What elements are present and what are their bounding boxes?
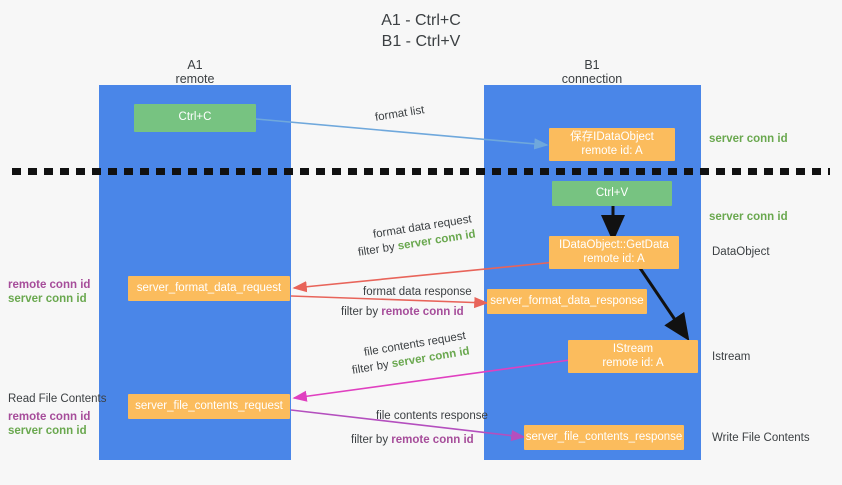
- filter-prefix: filter by: [351, 358, 393, 377]
- left-label-read-file-contents: Read File Contents: [8, 393, 107, 405]
- node-ctrl-c[interactable]: Ctrl+C: [134, 104, 256, 132]
- arrow-label-format-data-response: format data response: [363, 286, 472, 298]
- left-label-remote-conn-id-1: remote conn id: [8, 279, 91, 291]
- arrow-label-format-list: format list: [374, 104, 426, 124]
- title-line-1: A1 - Ctrl+C: [381, 12, 461, 29]
- filter-value-remote-conn-id: remote conn id: [381, 306, 464, 318]
- node-ctrl-c-label: Ctrl+C: [178, 111, 212, 124]
- lane-header-b1: B1 connection: [561, 58, 623, 86]
- node-getdata-sub: remote id: A: [583, 252, 645, 265]
- node-istream-label: IStream: [612, 343, 654, 355]
- title-line-2: B1 - Ctrl+V: [381, 33, 461, 50]
- node-getdata-label: IDataObject::GetData: [559, 239, 669, 251]
- node-server-file-contents-response-label: server_file_contents_response: [525, 430, 683, 443]
- node-istream-sub: remote id: A: [602, 356, 664, 369]
- node-save-idataobject-sub: remote id: A: [581, 144, 643, 157]
- node-ctrl-v[interactable]: Ctrl+V: [552, 181, 672, 206]
- left-label-remote-conn-id-2: remote conn id: [8, 411, 91, 423]
- node-server-file-contents-response[interactable]: server_file_contents_response: [524, 425, 684, 450]
- node-server-format-data-response[interactable]: server_format_data_response: [487, 289, 647, 314]
- filter-prefix: filter by: [357, 240, 399, 259]
- filter-value-remote-conn-id: remote conn id: [391, 434, 474, 446]
- filter-prefix: filter by: [351, 434, 392, 446]
- arrow-label-file-contents-response: file contents response: [376, 410, 488, 422]
- node-server-file-contents-request[interactable]: server_file_contents_request: [128, 394, 290, 419]
- right-label-dataobject: DataObject: [712, 246, 770, 258]
- node-server-format-data-request[interactable]: server_format_data_request: [128, 276, 290, 301]
- filter-prefix: filter by: [341, 306, 382, 318]
- right-label-istream: Istream: [712, 351, 751, 363]
- node-server-file-contents-request-label: server_file_contents_request: [135, 399, 283, 412]
- left-label-conn-pair-2: remote conn id server conn id: [8, 410, 90, 438]
- lane-header-a1: A1 remote: [175, 58, 215, 86]
- node-server-format-data-request-label: server_format_data_request: [136, 281, 282, 294]
- left-label-conn-pair-1: remote conn id server conn id: [8, 278, 90, 306]
- right-label-write-file-contents: Write File Contents: [712, 432, 810, 444]
- node-getdata[interactable]: IDataObject::GetData remote id: A: [549, 236, 679, 269]
- node-istream[interactable]: IStream remote id: A: [568, 340, 698, 373]
- left-label-server-conn-id-1: server conn id: [8, 293, 87, 305]
- node-ctrl-v-label: Ctrl+V: [595, 186, 629, 199]
- right-label-server-conn-id-top: server conn id: [709, 133, 788, 145]
- phase-separator: [12, 168, 830, 175]
- node-save-idataobject[interactable]: 保存IDataObject remote id: A: [549, 128, 675, 161]
- node-server-format-data-response-label: server_format_data_response: [490, 294, 644, 307]
- arrow-label-format-data-response-filter: filter by remote conn id: [341, 305, 464, 320]
- node-save-idataobject-label: 保存IDataObject: [570, 131, 654, 143]
- diagram-title: A1 - Ctrl+C B1 - Ctrl+V: [0, 10, 842, 52]
- arrow-label-file-contents-response-filter: filter by remote conn id: [351, 433, 474, 448]
- left-label-server-conn-id-2: server conn id: [8, 425, 87, 437]
- right-label-server-conn-id-mid: server conn id: [709, 211, 788, 223]
